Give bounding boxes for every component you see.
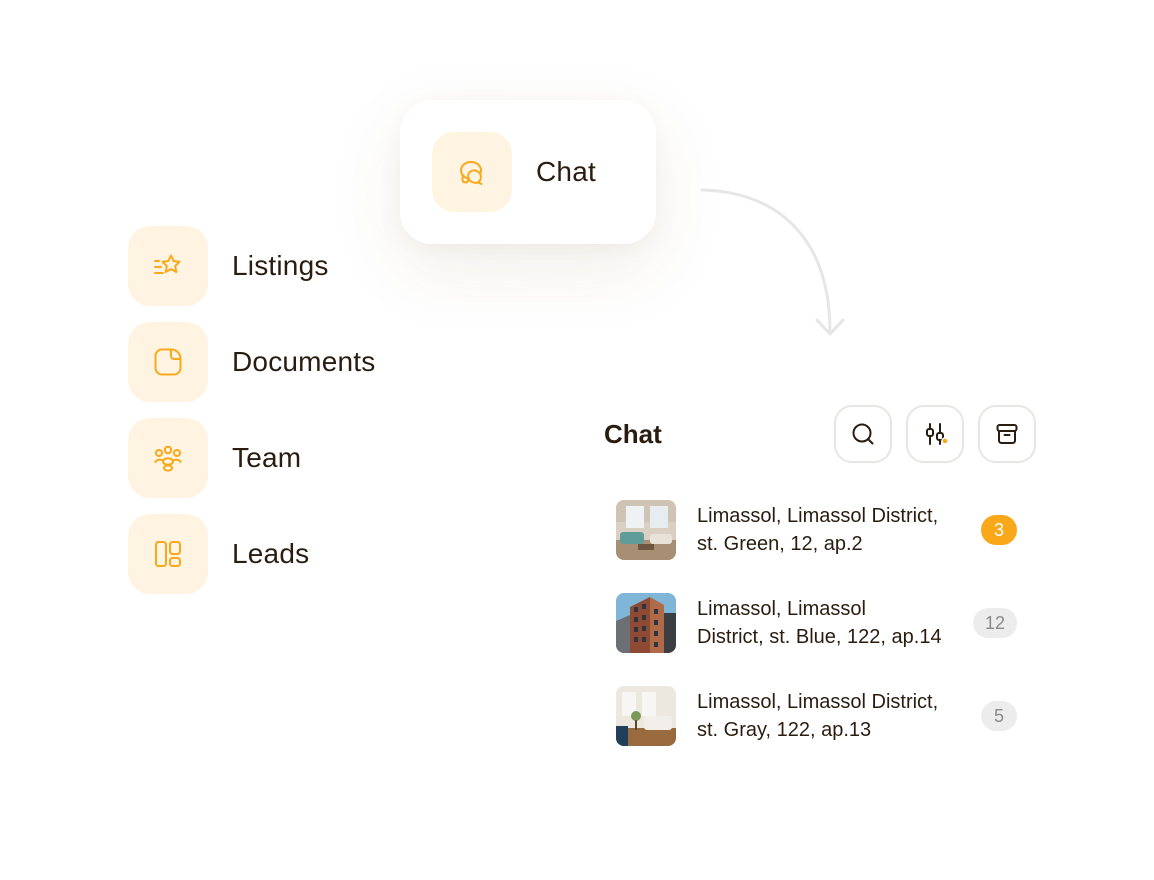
nav-item-leads[interactable]: Leads bbox=[128, 514, 375, 594]
conversation-row-green[interactable]: Limassol, Limassol District, st. Green, … bbox=[604, 500, 1036, 560]
conversation-row-blue[interactable]: Limassol, Limassol District, st. Blue, 1… bbox=[604, 593, 1036, 653]
nav-item-label: Leads bbox=[232, 538, 310, 569]
nav-item-label: Team bbox=[232, 442, 302, 473]
conversation-title-line: Limassol, Limassol bbox=[697, 598, 866, 620]
icon-tile bbox=[128, 226, 208, 306]
unread-badge: 12 bbox=[973, 608, 1017, 638]
filter-sliders-icon bbox=[926, 423, 948, 445]
living-room-image bbox=[616, 500, 676, 560]
nav-item-listings[interactable]: Listings bbox=[128, 226, 375, 306]
layout-panels-icon bbox=[155, 541, 181, 567]
icon-tile bbox=[432, 132, 512, 212]
nav-item-label: Listings bbox=[232, 250, 329, 281]
conversation-title-line: st. Gray, 122, ap.13 bbox=[697, 719, 872, 741]
icon-tile bbox=[128, 514, 208, 594]
nav-item-label: Chat bbox=[536, 156, 596, 187]
archive-icon bbox=[996, 424, 1018, 444]
chat-panel-header: Chat bbox=[604, 404, 1036, 464]
search-button[interactable] bbox=[834, 405, 892, 463]
conversation-row-gray[interactable]: Limassol, Limassol District, st. Gray, 1… bbox=[604, 686, 1036, 746]
conversation-title: Limassol, Limassol District, st. Blue, 1… bbox=[697, 595, 967, 651]
filter-button[interactable] bbox=[906, 405, 964, 463]
conversation-title-line: Limassol, Limassol District, bbox=[697, 691, 939, 713]
search-icon bbox=[852, 423, 874, 445]
interior-image bbox=[616, 686, 676, 746]
star-listing-icon bbox=[154, 254, 181, 274]
conversation-title-line: st. Green, 12, ap.2 bbox=[697, 533, 863, 555]
property-thumbnail bbox=[616, 686, 676, 746]
page-title: Chat bbox=[604, 418, 662, 449]
property-thumbnail bbox=[616, 593, 676, 653]
icon-tile bbox=[128, 322, 208, 402]
unread-badge: 3 bbox=[981, 515, 1017, 545]
nav-item-team[interactable]: Team bbox=[128, 418, 375, 498]
unread-badge: 5 bbox=[981, 701, 1017, 731]
conversation-title-line: District, st. Blue, 122, ap.14 bbox=[697, 626, 942, 648]
team-icon bbox=[154, 445, 182, 472]
conversation-title-line: Limassol, Limassol District, bbox=[697, 505, 939, 527]
conversation-title: Limassol, Limassol District, st. Gray, 1… bbox=[697, 688, 967, 744]
document-icon bbox=[154, 348, 182, 376]
curved-arrow-icon bbox=[700, 188, 845, 336]
conversation-list: Limassol, Limassol District, st. Green, … bbox=[604, 500, 1036, 746]
chat-panel: Chat bbox=[604, 404, 1036, 779]
nav-item-chat-highlight[interactable]: Chat bbox=[400, 100, 656, 244]
chat-bubbles-icon bbox=[460, 161, 483, 185]
sidebar-nav: Listings Documents Team bbox=[128, 226, 375, 610]
icon-tile bbox=[128, 418, 208, 498]
property-thumbnail bbox=[616, 500, 676, 560]
building-image bbox=[616, 593, 676, 653]
conversation-title: Limassol, Limassol District, st. Green, … bbox=[697, 502, 967, 558]
archive-button[interactable] bbox=[978, 405, 1036, 463]
nav-item-documents[interactable]: Documents bbox=[128, 322, 375, 402]
nav-item-label: Documents bbox=[232, 346, 376, 377]
